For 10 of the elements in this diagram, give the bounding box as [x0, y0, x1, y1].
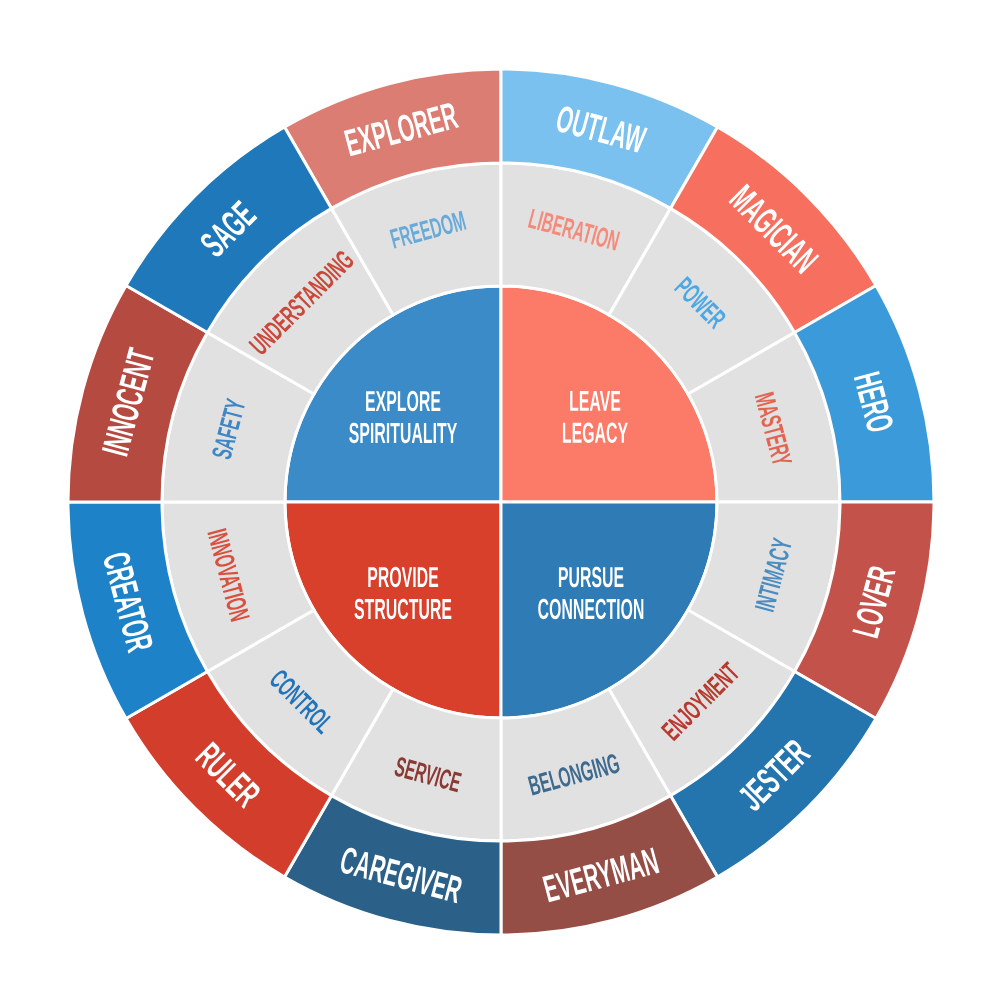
- wheel-segment: MASTERY: [686, 331, 842, 504]
- wheel-segment: EVERYMAN: [499, 794, 719, 937]
- wheel-segment: HERO: [793, 284, 936, 504]
- wheel-segment: SERVICE: [330, 687, 503, 843]
- wheel-segment: LIBERATION: [499, 161, 672, 317]
- wheel-segment: INNOCENT: [66, 284, 209, 504]
- wheel-segment: LOVER: [793, 500, 936, 720]
- wheel-segment: CAREGIVER: [283, 794, 503, 937]
- wheel-segment: EXPLORER: [283, 67, 503, 210]
- wheel-segment: OUTLAW: [499, 67, 719, 210]
